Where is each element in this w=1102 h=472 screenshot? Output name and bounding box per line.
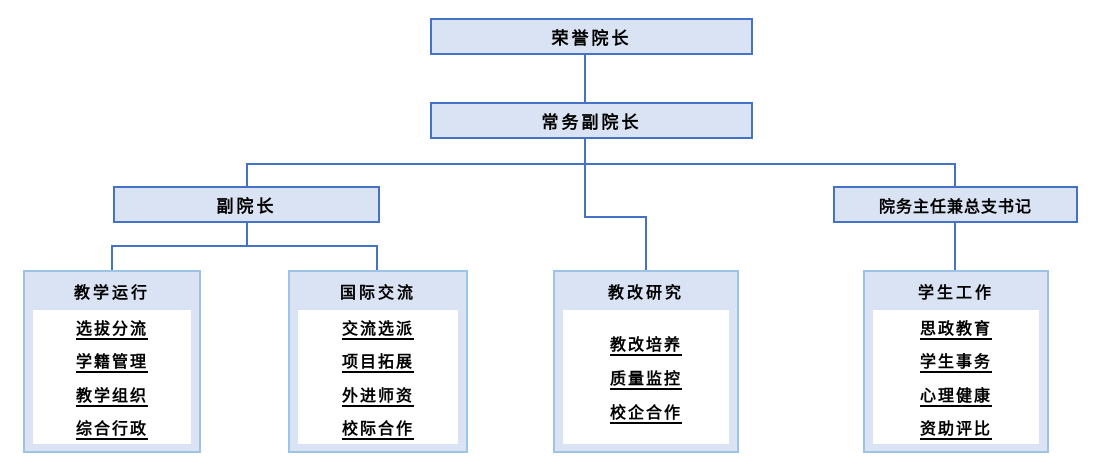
group-title: 国际交流	[339, 285, 416, 302]
group-item: 学生事务	[919, 354, 992, 372]
group-item: 资助评比	[919, 421, 992, 439]
connector-line	[584, 163, 586, 218]
connector-line	[246, 223, 248, 247]
group-international-exchange: 国际交流 交流选派 项目拓展 外进师资 校际合作	[288, 270, 468, 453]
connector-line	[584, 54, 586, 102]
group-item: 学籍管理	[75, 354, 148, 372]
group-panel: 选拔分流 学籍管理 教学组织 综合行政	[33, 310, 191, 444]
group-panel: 交流选派 项目拓展 外进师资 校际合作	[298, 310, 458, 444]
connector-line	[584, 139, 586, 165]
group-item: 质量监控	[609, 371, 682, 388]
group-title: 教改研究	[607, 285, 684, 302]
node-executive-vice-dean: 常务副院长	[430, 102, 753, 139]
group-title: 学生工作	[917, 285, 994, 302]
connector-line	[584, 216, 647, 218]
group-item: 项目拓展	[341, 354, 414, 372]
node-vice-dean: 副院长	[113, 186, 380, 223]
connector-line	[246, 163, 248, 186]
connector-line	[111, 245, 378, 247]
group-item: 综合行政	[75, 421, 148, 439]
node-honorary-dean: 荣誉院长	[430, 18, 753, 55]
group-title: 教学运行	[73, 285, 150, 302]
connector-line	[246, 163, 956, 165]
group-panel: 教改培养 质量监控 校企合作	[563, 310, 729, 444]
group-item: 校际合作	[341, 421, 414, 439]
connector-line	[111, 245, 113, 270]
group-item: 选拔分流	[75, 320, 148, 338]
connector-line	[376, 245, 378, 270]
group-item: 校企合作	[609, 405, 682, 422]
group-teaching-reform-research: 教改研究 教改培养 质量监控 校企合作	[553, 270, 739, 453]
group-item: 思政教育	[919, 320, 992, 338]
group-item: 心理健康	[919, 387, 992, 405]
group-item: 教改培养	[609, 337, 682, 354]
connector-line	[645, 216, 647, 270]
group-item: 外进师资	[341, 387, 414, 405]
group-panel: 思政教育 学生事务 心理健康 资助评比	[873, 310, 1039, 444]
node-office-director: 院务主任兼总支书记	[833, 186, 1078, 223]
group-item: 教学组织	[75, 387, 148, 405]
connector-line	[954, 223, 956, 270]
group-teaching-operations: 教学运行 选拔分流 学籍管理 教学组织 综合行政	[23, 270, 201, 453]
connector-line	[954, 163, 956, 186]
group-item: 交流选派	[341, 320, 414, 338]
group-student-affairs: 学生工作 思政教育 学生事务 心理健康 资助评比	[863, 270, 1049, 453]
